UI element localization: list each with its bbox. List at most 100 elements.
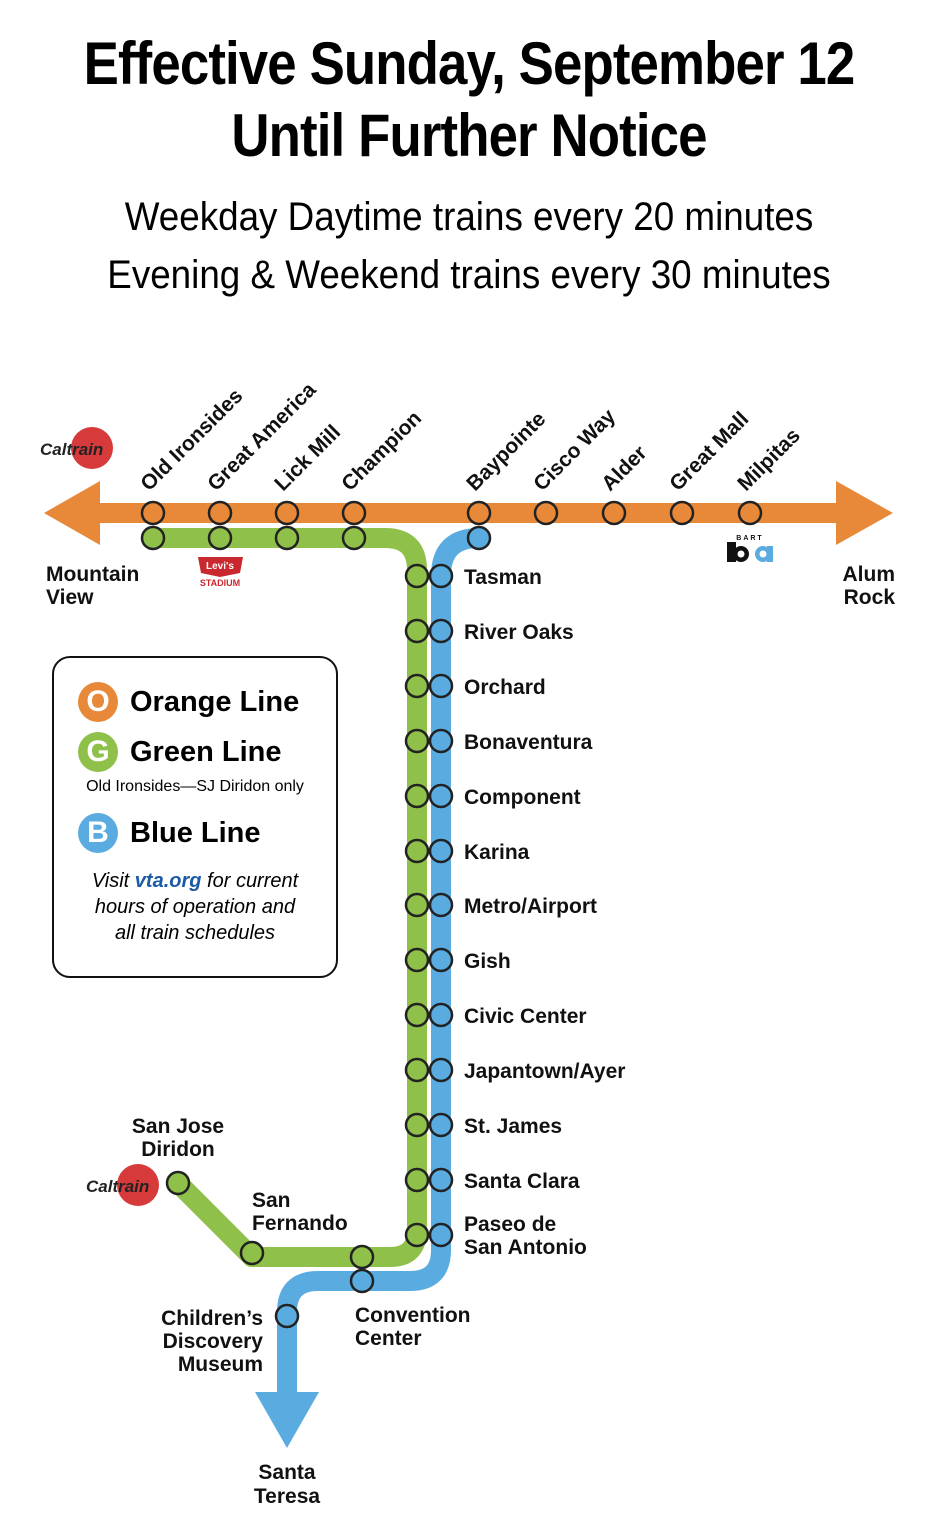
station-label-milpitas: Milpitas	[733, 424, 805, 496]
station-dot[interactable]	[404, 563, 430, 589]
station-dot[interactable]	[404, 728, 430, 754]
station-label-karina: Karina	[464, 841, 530, 864]
station-dot[interactable]	[274, 1303, 300, 1329]
blue-line-label: Blue Line	[130, 816, 261, 849]
station-dot[interactable]	[466, 525, 492, 551]
station-dot[interactable]	[207, 500, 233, 526]
station-label-japantown-ayer: Japantown/Ayer	[464, 1060, 625, 1083]
station-dot[interactable]	[428, 783, 454, 809]
station-label-diridon-1: San Jose	[132, 1115, 224, 1138]
station-dot[interactable]	[737, 500, 763, 526]
station-dot[interactable]	[404, 892, 430, 918]
legend: O Orange Line G Green Line Old Ironsides…	[52, 656, 338, 978]
terminus-west-2: View	[46, 586, 94, 609]
station-label-alder: Alder	[597, 441, 651, 495]
svg-text:Levi's: Levi's	[206, 561, 234, 572]
south-arrow	[255, 1392, 319, 1448]
station-dot[interactable]	[533, 500, 559, 526]
blue-line	[277, 528, 480, 1400]
station-dot[interactable]	[404, 838, 430, 864]
visit-line-2: hours of operation and	[94, 896, 296, 918]
station-label-paseo-1: Paseo de	[464, 1213, 556, 1236]
legend-visit-note: Visit vta.org for current hours of opera…	[54, 868, 336, 946]
station-dot[interactable]	[404, 1057, 430, 1083]
svg-text:BART: BART	[736, 535, 763, 542]
station-label-champion: Champion	[337, 407, 426, 496]
terminus-west-1: Mountain	[46, 563, 139, 586]
green-line-note: Old Ironsides—SJ Diridon only	[86, 778, 304, 795]
terminus-south-2: Teresa	[254, 1485, 320, 1508]
orange-line-badge: O	[78, 682, 118, 722]
station-dot[interactable]	[341, 500, 367, 526]
station-dot[interactable]	[428, 838, 454, 864]
station-label-metro-airport: Metro/Airport	[464, 895, 597, 918]
station-label-fernando-1: San	[252, 1189, 291, 1212]
orange-line-label: Orange Line	[130, 685, 300, 718]
station-label-river-oaks: River Oaks	[464, 621, 574, 644]
station-dot[interactable]	[239, 1240, 265, 1266]
subtitle-line-2: Evening & Weekend trains every 30 minute…	[107, 253, 831, 297]
station-dot[interactable]	[428, 947, 454, 973]
station-dot[interactable]	[669, 500, 695, 526]
legend-green: G Green Line	[78, 732, 282, 772]
station-dot[interactable]	[341, 525, 367, 551]
station-label-childrens-2: Discovery	[163, 1330, 264, 1353]
station-label-bonaventura: Bonaventura	[464, 731, 593, 754]
station-label-convention-1: Convention	[355, 1304, 471, 1327]
title-line-1: Effective Sunday, September 12	[83, 30, 856, 97]
station-label-component: Component	[464, 786, 581, 809]
caltrain-logo-diridon: Caltrain	[86, 1164, 159, 1206]
station-dot[interactable]	[428, 1112, 454, 1138]
station-dot[interactable]	[404, 783, 430, 809]
terminus-east-2: Rock	[844, 586, 896, 609]
station-label-santa-clara: Santa Clara	[464, 1170, 580, 1193]
station-dot[interactable]	[404, 673, 430, 699]
station-dot[interactable]	[140, 525, 166, 551]
station-label-childrens-1: Children’s	[161, 1307, 263, 1330]
visit-post: for current	[201, 870, 299, 892]
station-dot[interactable]	[404, 1112, 430, 1138]
station-dot[interactable]	[349, 1244, 375, 1270]
svg-text:Caltrain: Caltrain	[86, 1177, 149, 1196]
terminus-east-1: Alum	[843, 563, 896, 586]
station-label-civic-center: Civic Center	[464, 1005, 587, 1028]
station-dot[interactable]	[404, 618, 430, 644]
station-label-diridon-2: Diridon	[141, 1138, 215, 1161]
station-dot[interactable]	[404, 947, 430, 973]
station-dot[interactable]	[428, 892, 454, 918]
east-arrow	[836, 481, 893, 545]
station-dot[interactable]	[140, 500, 166, 526]
station-dot[interactable]	[601, 500, 627, 526]
station-dot[interactable]	[349, 1268, 375, 1294]
station-dot[interactable]	[428, 1222, 454, 1248]
green-line-badge: G	[78, 732, 118, 772]
vta-link[interactable]: vta.org	[134, 870, 202, 892]
levis-stadium-logo: Levi's STADIUM	[198, 557, 243, 588]
station-dot[interactable]	[274, 525, 300, 551]
subtitle-line-1: Weekday Daytime trains every 20 minutes	[124, 195, 814, 239]
station-dot[interactable]	[428, 1167, 454, 1193]
station-label-paseo-2: San Antonio	[464, 1236, 587, 1259]
visit-line-3: all train schedules	[114, 922, 276, 944]
station-dot[interactable]	[428, 618, 454, 644]
station-label-fernando-2: Fernando	[252, 1212, 348, 1235]
station-dot[interactable]	[404, 1002, 430, 1028]
station-label-st-james: St. James	[464, 1115, 562, 1138]
station-label-convention-2: Center	[355, 1327, 422, 1350]
station-dot[interactable]	[404, 1222, 430, 1248]
station-dot[interactable]	[428, 1002, 454, 1028]
station-dot[interactable]	[404, 1167, 430, 1193]
station-dot[interactable]	[428, 673, 454, 699]
svg-text:STADIUM: STADIUM	[200, 578, 240, 588]
green-line-label: Green Line	[130, 735, 282, 768]
station-dot[interactable]	[428, 1057, 454, 1083]
station-dot[interactable]	[207, 525, 233, 551]
station-dot[interactable]	[165, 1170, 191, 1196]
station-dot[interactable]	[428, 728, 454, 754]
station-dot[interactable]	[466, 500, 492, 526]
title-line-2: Until Further Notice	[231, 102, 707, 169]
station-dot[interactable]	[274, 500, 300, 526]
caltrain-logo-north: Caltrain	[40, 427, 113, 469]
station-dot[interactable]	[428, 563, 454, 589]
